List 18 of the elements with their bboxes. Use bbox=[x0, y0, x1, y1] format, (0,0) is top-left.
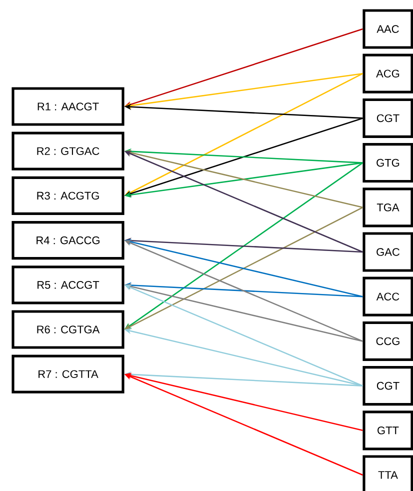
read-box: R4 : GACCG bbox=[12, 221, 124, 260]
kmer-box: GAC bbox=[362, 232, 413, 272]
read-box: R1 : AACGT bbox=[12, 87, 124, 126]
kmer-box: GTG bbox=[362, 143, 413, 183]
kmer-box: CGT bbox=[362, 98, 413, 138]
read-box: R7 : CGTTA bbox=[12, 354, 124, 394]
read-box: R2 : GTGAC bbox=[12, 132, 124, 170]
read-box: R5 : ACCGT bbox=[12, 266, 124, 304]
kmer-box: CGT bbox=[362, 366, 413, 406]
kmer-box: TTA bbox=[362, 455, 413, 491]
kmer-box: GTT bbox=[362, 410, 413, 450]
kmer-box: CCG bbox=[362, 321, 413, 361]
read-box: R6 : CGTGA bbox=[12, 310, 124, 349]
read-box: R3 : ACGTG bbox=[12, 176, 124, 216]
kmer-box: TGA bbox=[362, 188, 413, 228]
kmer-box: ACC bbox=[362, 276, 413, 316]
kmer-box: AAC bbox=[362, 9, 413, 49]
kmer-box: ACG bbox=[362, 54, 413, 94]
